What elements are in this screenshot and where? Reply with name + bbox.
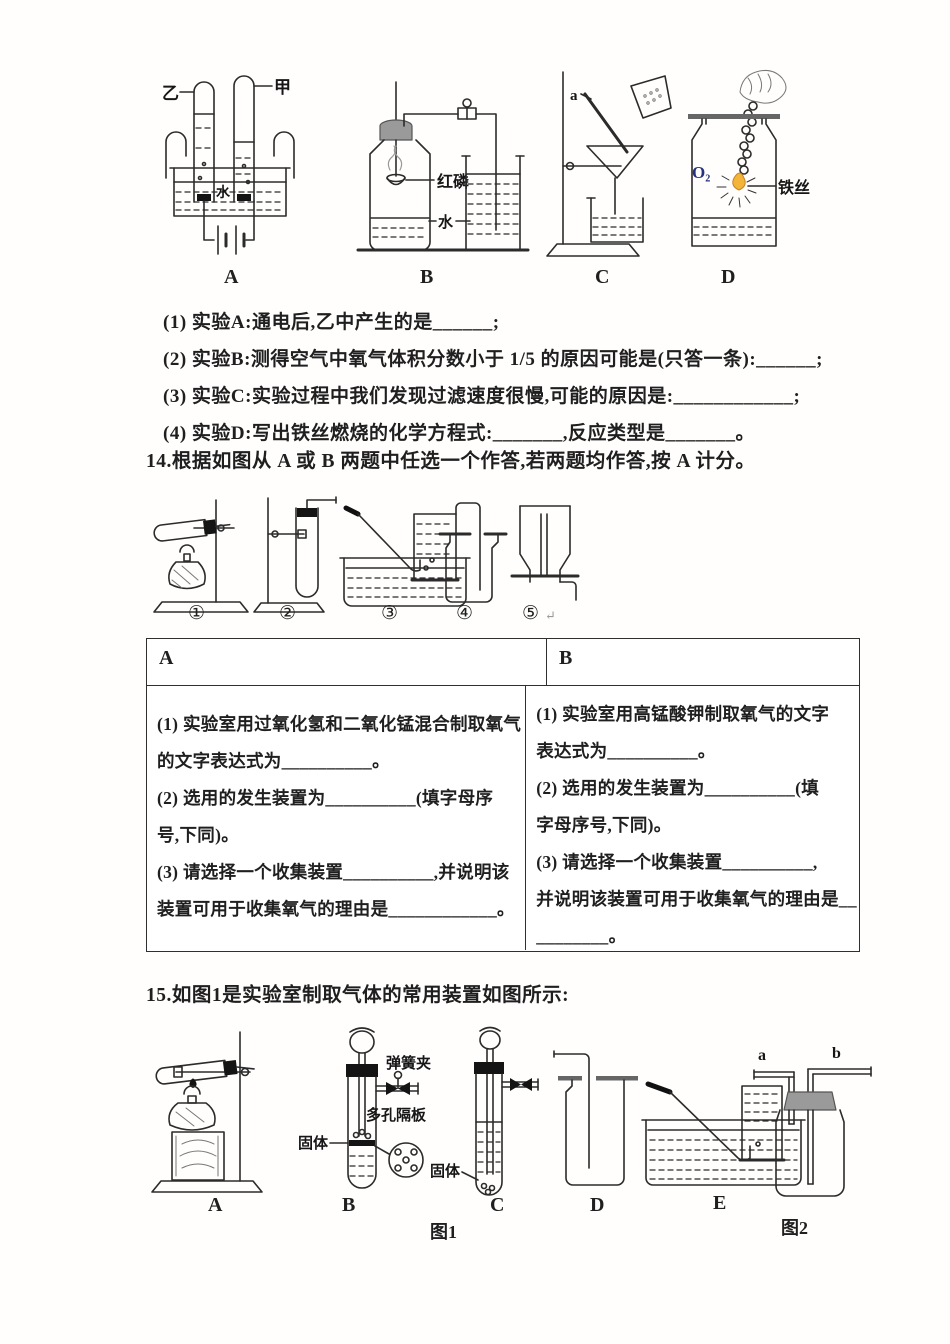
figure-c-label: C	[595, 266, 610, 288]
q14-figure-1-label: ①	[188, 603, 206, 624]
label-tube-b: b	[832, 1045, 841, 1062]
q15-figure-b-perforated-plate-generator: 弹簧夹 多孔隔板 固体	[298, 1027, 431, 1189]
q14-figure-3-label: ③	[381, 603, 399, 624]
cell-b-line: (3) 请选择一个收集装置__________,	[536, 852, 818, 872]
q15-figure-e-label: E	[713, 1192, 727, 1214]
figure-a-water-electrolysis-diagram: 乙 甲 水	[162, 75, 295, 255]
figure-a-label: A	[224, 266, 239, 288]
cell-b-line: (1) 实验室用高锰酸钾制取氧气的文字	[536, 704, 830, 724]
q15-figure-e-water-trough-collection	[641, 1081, 806, 1186]
label-glass-rod-a: a	[570, 88, 578, 104]
cell-a-line: 的文字表达式为__________。	[157, 751, 390, 771]
q13-item-3: (3) 实验C:实验过程中我们发现过滤速度很慢,可能的原因是:_________…	[163, 386, 801, 407]
q14-figure-4-label: ④	[456, 603, 474, 624]
figure-d-iron-wire-diagram: O₂ 铁丝	[688, 70, 810, 247]
table-header-b: B	[559, 647, 573, 669]
q14-figure-5-label: ⑤	[522, 603, 540, 624]
table-cell-option-b: (1) 实验室用高锰酸钾制取氧气的文字 表达式为__________。 (2) …	[526, 686, 861, 950]
cell-a-line: 号,下同)。	[157, 825, 240, 845]
q15-figure-b-label: B	[342, 1194, 356, 1216]
caption-fig1: 图1	[430, 1222, 457, 1242]
q15-figure-d-label: D	[590, 1194, 605, 1216]
cell-b-line: 字母序号,下同)。	[536, 815, 672, 835]
cell-a-line: (2) 选用的发生装置为__________(填字母序	[157, 788, 494, 808]
label-solid-c: 固体	[430, 1162, 461, 1180]
cell-b-line: (2) 选用的发生装置为__________(填	[536, 778, 819, 798]
label-oxygen-gas: O₂	[692, 163, 710, 182]
cell-b-line: 并说明该装置可用于收集氧气的理由是__	[536, 889, 857, 909]
cell-a-line: (3) 请选择一个收集装置__________,并说明该	[157, 862, 510, 882]
q15-figure-washing-bottle: a b	[753, 1045, 872, 1197]
q14-choice-table: A B (1) 实验室用过氧化氢和二氧化锰混合制取氧气 的文字表达式为_____…	[146, 638, 860, 952]
q14-figure-2-label: ②	[279, 603, 297, 624]
q15-figure-c-thistle-funnel-generator: 固体	[430, 1026, 539, 1196]
label-tube-a: a	[758, 1047, 766, 1064]
table-cell-option-a: (1) 实验室用过氧化氢和二氧化锰混合制取氧气 的文字表达式为_________…	[147, 686, 527, 950]
q13-item-4: (4) 实验D:写出铁丝燃烧的化学方程式:_______,反应类型是______…	[163, 423, 756, 444]
figure-b-label: B	[420, 266, 434, 288]
table-body-row: (1) 实验室用过氧化氢和二氧化锰混合制取氧气 的文字表达式为_________…	[147, 686, 859, 950]
cell-b-line: 表达式为__________。	[536, 741, 716, 761]
q15-figure-a-label: A	[208, 1194, 223, 1216]
figure-d-label: D	[721, 266, 736, 288]
q15-figure-a-heating-setup	[151, 1031, 263, 1193]
figure-b-red-phosphorus-diagram: 红磷 水	[356, 81, 530, 252]
label-tube-yi: 乙	[162, 84, 179, 103]
label-spring-clip: 弹簧夹	[386, 1054, 431, 1072]
q14-figure-1-heating-setup	[153, 499, 249, 613]
caption-fig2: 图2	[781, 1218, 808, 1238]
label-iron-wire: 铁丝	[778, 178, 810, 197]
q14-figure-5-inverted-bottle	[510, 505, 580, 601]
paragraph-return-mark: ↵	[545, 608, 556, 623]
q15-stem: 15.如图1是实验室制取气体的常用装置如图所示:	[146, 985, 570, 1006]
figure-c-filtration-diagram: a	[546, 71, 672, 257]
cell-a-line: (1) 实验室用过氧化氢和二氧化锰混合制取氧气	[157, 714, 522, 734]
label-tube-jia: 甲	[274, 78, 291, 97]
label-solid-b: 固体	[298, 1134, 329, 1152]
cell-a-line: 装置可用于收集氧气的理由是____________。	[157, 899, 515, 919]
q13-item-2: (2) 实验B:测得空气中氧气体积分数小于 1/5 的原因可能是(只答一条):_…	[163, 349, 823, 370]
q14-figure-2-no-heat-setup	[253, 496, 337, 613]
label-red-phosphorus: 红磷	[437, 172, 470, 191]
q13-item-1: (1) 实验A:通电后,乙中产生的是______;	[163, 312, 500, 333]
label-water-a: 水	[216, 184, 231, 201]
q14-stem: 14.根据如图从 A 或 B 两题中任选一个作答,若两题均作答,按 A 计分。	[146, 451, 756, 472]
q14-figure-3-water-collection	[339, 505, 471, 607]
label-water-b: 水	[438, 213, 454, 231]
cell-b-line: ________。	[536, 926, 627, 946]
table-header-a: A	[147, 639, 547, 685]
q14-figure-4-air-displacement-bottle	[438, 502, 508, 603]
q15-figure-c-label: C	[490, 1194, 505, 1216]
table-header-row: A B	[147, 639, 859, 686]
q15-figure-d-collection-bottle	[553, 1050, 638, 1186]
label-perforated-plate: 多孔隔板	[366, 1106, 427, 1124]
